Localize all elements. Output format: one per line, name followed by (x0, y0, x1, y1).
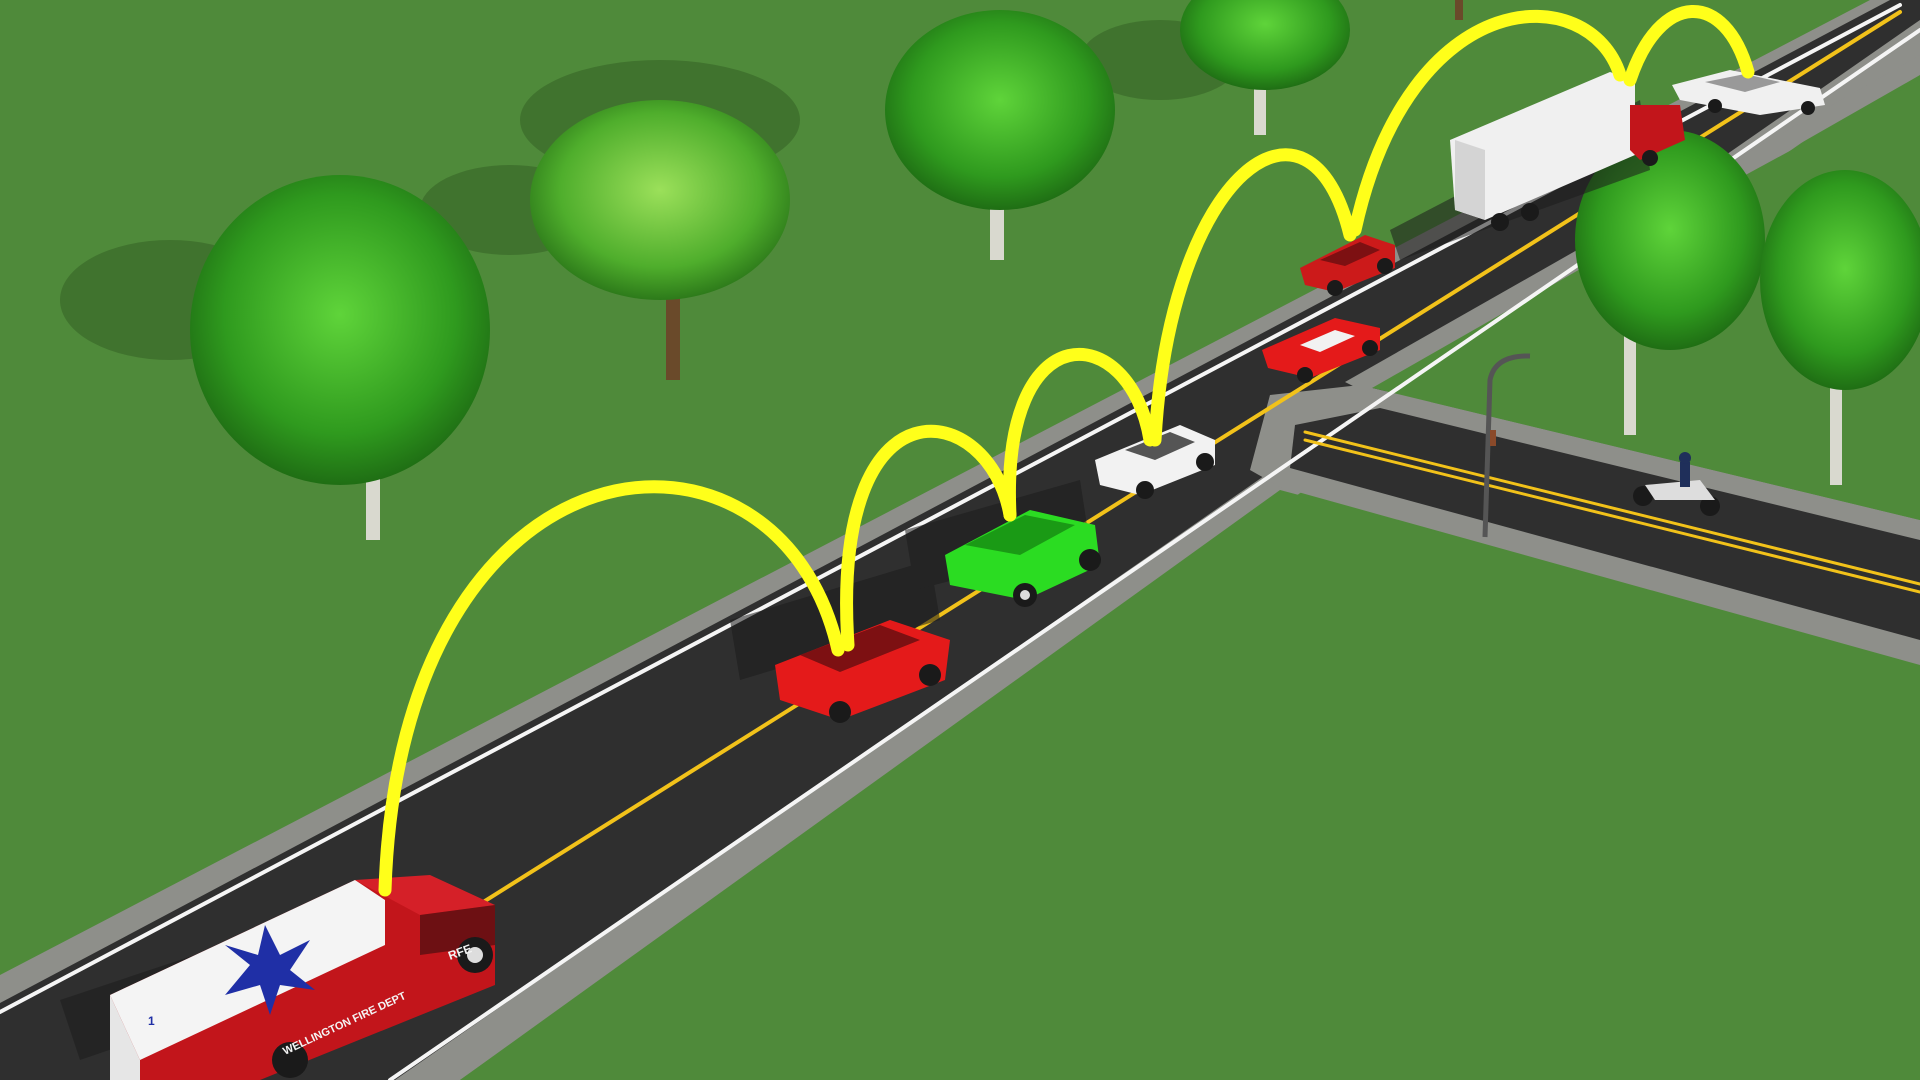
motorcycle (1633, 452, 1720, 516)
tree-6 (1760, 170, 1920, 485)
red-sports-car (1262, 318, 1380, 383)
tree-3 (885, 10, 1115, 260)
grass-right-lower (460, 490, 1920, 1080)
tree-1 (190, 175, 490, 540)
arc-ambulance-to-wagon (378, 480, 845, 897)
red-coupe (1300, 235, 1395, 296)
white-sedan (1095, 425, 1215, 499)
white-sedan-far (1672, 70, 1825, 115)
semi-truck (1450, 72, 1685, 231)
ambulance-star-of-life (225, 925, 315, 1015)
station-wagon (775, 620, 950, 723)
tree-7 (1455, 0, 1463, 20)
street-lamp (1482, 353, 1531, 538)
green-hatchback (945, 510, 1101, 607)
tree-2 (530, 100, 790, 380)
arc-hatchback-to-sedan (1002, 347, 1157, 522)
arc-wagon-to-hatchback (840, 424, 1017, 652)
arc-truck-to-sedan (1623, 5, 1755, 87)
trees (190, 0, 1920, 540)
arc-coupe-to-truck (1348, 9, 1627, 237)
tree-5 (1575, 130, 1765, 435)
communication-arcs (378, 5, 1755, 897)
arc-sedan-to-coupe (1148, 148, 1357, 447)
vehicles: WELLINGTON FIRE DEPT RFE 1 (110, 70, 1825, 1080)
tree-4 (1180, 0, 1350, 135)
ambulance-unit-text: 1 (148, 1014, 155, 1028)
